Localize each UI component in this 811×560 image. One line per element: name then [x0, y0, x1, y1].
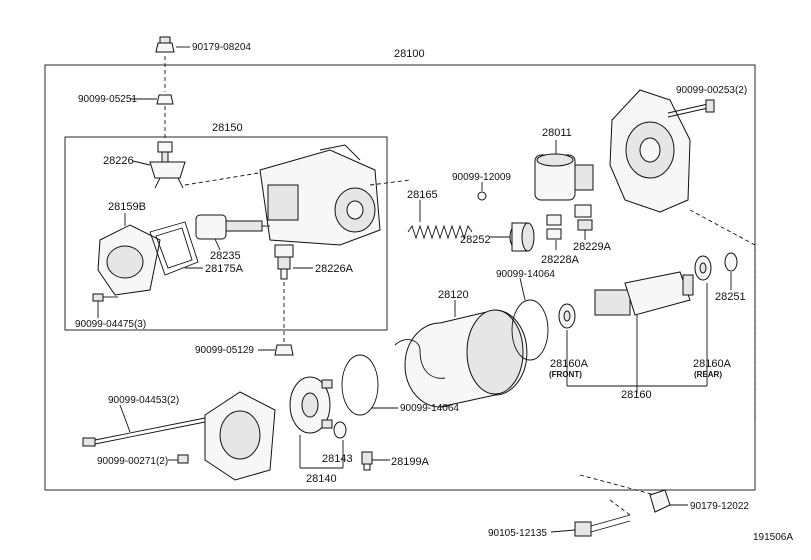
label-28120: 28120: [438, 289, 469, 301]
part-spring-28165[interactable]: [407, 224, 473, 240]
label-28175A: 28175A: [205, 263, 244, 275]
label-28160A-front: 28160A: [550, 358, 589, 370]
part-brush-holder-28140[interactable]: [289, 376, 333, 434]
part-terminal-28226[interactable]: [149, 141, 186, 189]
label-28011: 28011: [542, 127, 572, 139]
part-oring-lower[interactable]: [341, 354, 379, 416]
label-28226A: 28226A: [315, 263, 354, 275]
label-90099-04453: 90099-04453(2): [108, 395, 179, 406]
part-screw-04475[interactable]: [92, 293, 118, 302]
part-clutch-28011[interactable]: [534, 153, 594, 201]
part-washer-05129[interactable]: [274, 344, 294, 356]
part-washer-05251[interactable]: [156, 94, 174, 105]
part-drive-housing[interactable]: [609, 89, 691, 213]
label-28252: 28252: [460, 234, 491, 246]
part-cap-28199A[interactable]: [361, 451, 373, 471]
label-28235: 28235: [210, 250, 241, 262]
label-28150: 28150: [212, 122, 243, 134]
label-28140: 28140: [306, 473, 337, 485]
part-bearing-front[interactable]: [558, 303, 576, 329]
part-bearing-rear[interactable]: [694, 255, 712, 281]
label-rear: (REAR): [694, 370, 722, 379]
part-bolt-12135[interactable]: [574, 514, 631, 537]
part-gasket[interactable]: [149, 221, 199, 276]
label-28160: 28160: [621, 389, 652, 401]
label-28228A: 28228A: [541, 254, 580, 266]
part-gear-28252[interactable]: [509, 222, 535, 252]
label-90099-04475: 90099-04475(3): [75, 319, 146, 330]
part-retainer-28229A[interactable]: [574, 204, 593, 231]
label-28160A-rear: 28160A: [693, 358, 732, 370]
part-terminal-28226A[interactable]: [274, 244, 294, 280]
label-28159B: 28159B: [108, 201, 146, 213]
label-90179-08204: 90179-08204: [192, 42, 251, 53]
label-90099-14064-lower: 90099-14064: [400, 403, 459, 414]
subassembly-frame-28150: [64, 136, 388, 331]
label-90105-12135: 90105-12135: [488, 528, 547, 539]
part-brush-28143[interactable]: [333, 421, 347, 439]
label-28251: 28251: [715, 291, 746, 303]
label-diagram-code: 191506A: [753, 532, 793, 543]
part-bolt-00253[interactable]: [667, 99, 715, 118]
part-ball-12009[interactable]: [477, 191, 487, 201]
part-nut-top[interactable]: [155, 36, 175, 53]
part-screw-00271[interactable]: [168, 454, 189, 464]
label-28226: 28226: [103, 155, 134, 167]
label-90099-05129: 90099-05129: [195, 345, 254, 356]
label-90099-12009: 90099-12009: [452, 172, 511, 183]
label-90099-14064-upper: 90099-14064: [496, 269, 555, 280]
part-armature-28160[interactable]: [594, 271, 694, 316]
part-end-frame[interactable]: [204, 391, 276, 481]
label-90099-05251: 90099-05251: [78, 94, 137, 105]
part-oring-upper[interactable]: [511, 299, 549, 361]
part-through-bolt-04453[interactable]: [82, 417, 206, 447]
label-28143: 28143: [322, 453, 353, 465]
part-plunger-28235[interactable]: [195, 214, 270, 240]
label-front: (FRONT): [549, 370, 582, 379]
label-28199A: 28199A: [391, 456, 430, 468]
part-washer-28251[interactable]: [724, 252, 738, 272]
label-28165: 28165: [407, 189, 438, 201]
part-field-frame-28120[interactable]: [394, 309, 528, 408]
label-90099-00253: 90099-00253(2): [676, 85, 747, 96]
label-90179-12022: 90179-12022: [690, 501, 749, 512]
part-cover-28159B[interactable]: [97, 224, 161, 296]
part-retainer-28228A[interactable]: [546, 214, 562, 240]
part-nut-12022[interactable]: [649, 489, 671, 513]
label-28100: 28100: [394, 48, 425, 60]
label-28229A: 28229A: [573, 241, 612, 253]
label-90099-00271: 90099-00271(2): [97, 456, 168, 467]
part-solenoid-housing[interactable]: [259, 144, 381, 246]
